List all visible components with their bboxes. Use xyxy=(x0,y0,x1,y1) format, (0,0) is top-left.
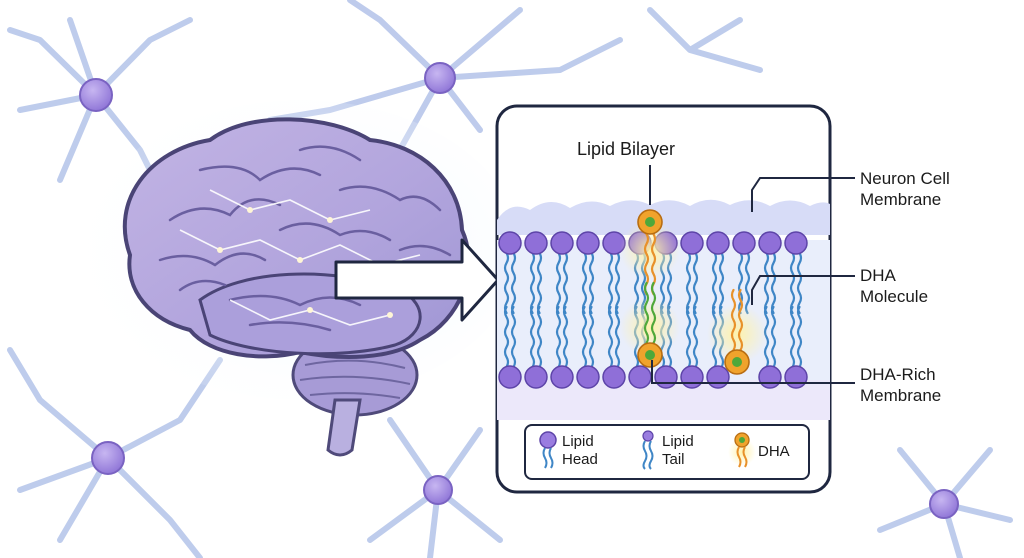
lipid-tail xyxy=(529,305,536,369)
lipid-head xyxy=(758,231,782,255)
legend-lipid-head-icon xyxy=(539,431,557,469)
dha-rich-label-line1: DHA-Rich xyxy=(860,365,936,384)
lipid-tail xyxy=(796,251,803,315)
lipid-head xyxy=(498,365,522,389)
legend-icons xyxy=(539,430,756,470)
dha-tail xyxy=(730,288,737,352)
dha-rich-label-line2: Membrane xyxy=(860,386,942,405)
lipid-head xyxy=(758,365,782,389)
legend: Lipid Head Lipid Tail DHA xyxy=(524,424,810,480)
legend-lipid-tail-line1: Lipid xyxy=(662,433,694,450)
lipid-head xyxy=(524,365,548,389)
lipid-head xyxy=(680,365,704,389)
lipid-tail xyxy=(614,251,621,315)
lipid-tail xyxy=(503,305,510,369)
lipid-tail xyxy=(770,305,777,369)
legend-lipid-head-line2: Head xyxy=(562,451,598,468)
lipid-tail xyxy=(588,251,595,315)
lipid-tail xyxy=(510,251,517,315)
dha-glow xyxy=(620,297,680,357)
background-neuron-somas xyxy=(79,62,959,519)
lipid-head xyxy=(550,365,574,389)
dha-glow xyxy=(620,220,680,280)
lipid-tail xyxy=(581,305,588,369)
lipid-tail xyxy=(510,305,517,369)
lipid-tail xyxy=(607,305,614,369)
lipid-head xyxy=(576,231,600,255)
neuron-membrane-label-line2: Membrane xyxy=(860,190,942,209)
dha-molecule-label-line1: DHA xyxy=(860,266,896,285)
arrow-right-icon xyxy=(334,238,500,322)
dha-center xyxy=(732,357,742,367)
lipid-tail xyxy=(744,251,751,315)
lipid-tail xyxy=(614,305,621,369)
legend-dha-icon xyxy=(728,432,756,468)
lipid-tail xyxy=(588,305,595,369)
lipid-tail xyxy=(685,305,692,369)
legend-lipid-head-line1: Lipid xyxy=(562,433,594,450)
lipid-tail xyxy=(685,251,692,315)
legend-dha: DHA xyxy=(758,443,790,460)
dha-center xyxy=(645,217,655,227)
dha-molecule-label-line2: Molecule xyxy=(860,287,929,306)
legend-lipid-tail-icon xyxy=(642,430,654,470)
lipid-head xyxy=(732,231,756,255)
lipid-tail xyxy=(737,251,744,315)
lipid-tail xyxy=(607,251,614,315)
lipid-head xyxy=(784,365,808,389)
lipid-tail xyxy=(555,251,562,315)
dha-tail xyxy=(650,281,657,345)
dha-tail xyxy=(737,288,744,352)
lipid-head xyxy=(706,365,730,389)
dha-glow xyxy=(707,304,767,364)
lipid-head xyxy=(680,231,704,255)
lipid-head xyxy=(550,231,574,255)
brain-illustration xyxy=(80,100,520,457)
lipid-tail xyxy=(711,251,718,315)
neuron-membrane-label-line1: Neuron Cell xyxy=(860,169,950,188)
lipid-head xyxy=(524,231,548,255)
dha-center xyxy=(645,350,655,360)
lipid-tail xyxy=(718,251,725,315)
legend-lipid-tail-line2: Tail xyxy=(662,451,685,468)
lipid-tail xyxy=(796,305,803,369)
lipid-tail xyxy=(503,251,510,315)
membrane-panel xyxy=(495,104,832,494)
dha-tail xyxy=(643,281,650,345)
lipid-tail xyxy=(562,251,569,315)
lipid-tail xyxy=(555,305,562,369)
lipid-tail xyxy=(581,251,588,315)
lipid-tail xyxy=(692,251,699,315)
lipid-head xyxy=(498,231,522,255)
lipid-tail xyxy=(770,251,777,315)
lipid-head xyxy=(576,365,600,389)
lipid-tail xyxy=(789,251,796,315)
leader-lines xyxy=(649,165,855,384)
lipid-head xyxy=(706,231,730,255)
lipid-head xyxy=(784,231,808,255)
lipid-tail xyxy=(562,305,569,369)
lipid-bilayer xyxy=(498,209,808,389)
lipid-bilayer-label: Lipid Bilayer xyxy=(577,139,676,159)
lipid-tail xyxy=(763,251,770,315)
lipid-tail xyxy=(536,251,543,315)
lipid-tail xyxy=(536,305,543,369)
lipid-tail xyxy=(789,305,796,369)
lipid-head xyxy=(602,365,626,389)
lipid-head xyxy=(628,365,652,389)
lipid-tail xyxy=(692,305,699,369)
lipid-head xyxy=(654,365,678,389)
lipid-tail xyxy=(529,251,536,315)
